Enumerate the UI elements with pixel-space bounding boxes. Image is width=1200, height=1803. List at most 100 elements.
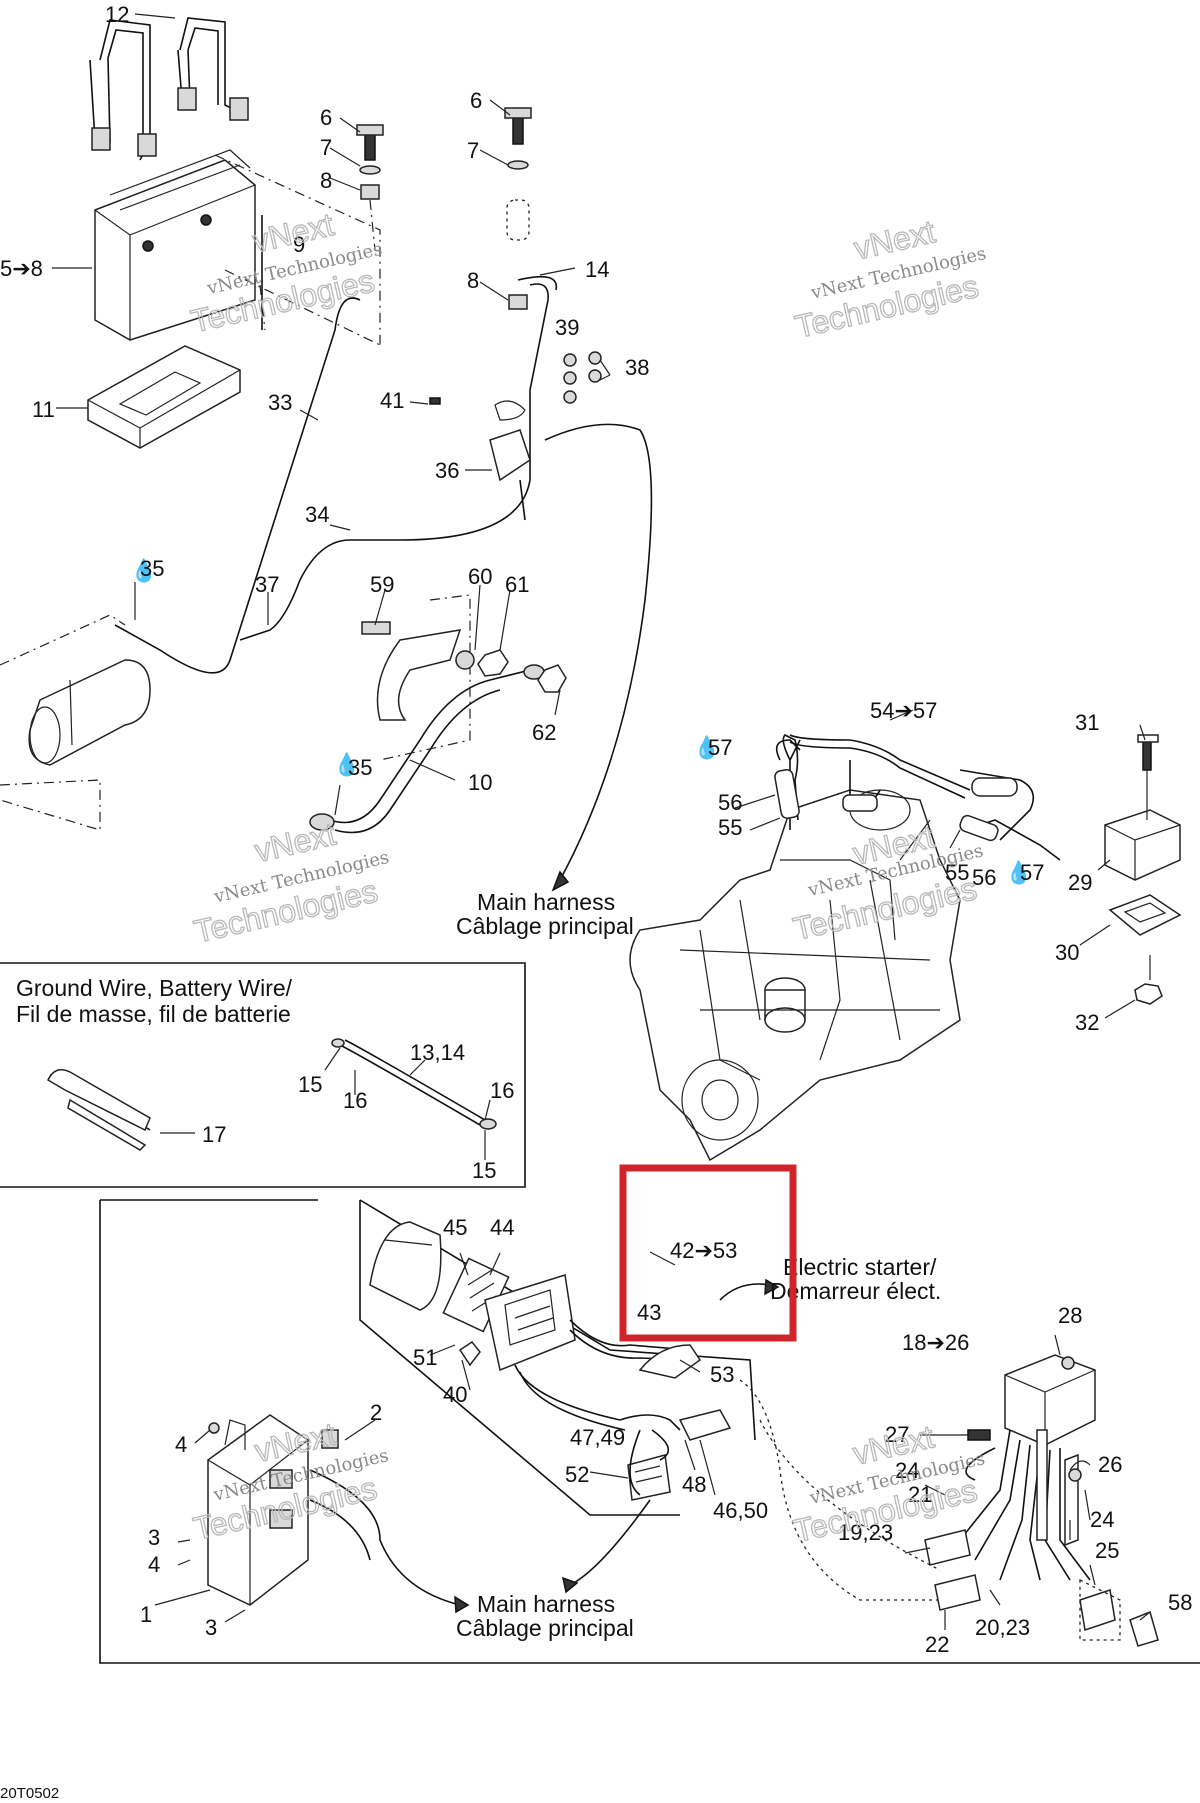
callout-1: 1 bbox=[140, 1602, 152, 1627]
main-harness-note-fr: Câblage principal bbox=[456, 913, 634, 939]
battery-straps bbox=[89, 17, 249, 161]
electric-starter-note-fr: Démarreur élect. bbox=[770, 1278, 941, 1304]
highlight-box bbox=[619, 1164, 797, 1342]
callout-7: 7 bbox=[320, 135, 332, 160]
callout-41: 41 bbox=[380, 388, 404, 413]
watermarks: vNext vNext Technologies Technologies vN… bbox=[187, 205, 988, 1549]
callout-5-8: 5➔8 bbox=[0, 256, 43, 281]
figure-code: 20T0502 bbox=[0, 1785, 59, 1802]
callout-62: 62 bbox=[532, 720, 556, 745]
dashed-route-lines bbox=[739, 1379, 941, 1601]
callout-55: 55 bbox=[945, 860, 969, 885]
callout-15: 15 bbox=[472, 1158, 496, 1183]
callout-24: 24 bbox=[1090, 1507, 1114, 1532]
callout-4: 4 bbox=[175, 1432, 187, 1457]
fuse-box-cover-and-fuses bbox=[369, 1221, 691, 1431]
starter-motor bbox=[0, 614, 151, 831]
callout-60: 60 bbox=[468, 564, 492, 589]
callout-54-57: 54➔57 bbox=[870, 698, 937, 723]
drop-icon: 💧 bbox=[130, 558, 157, 583]
callout-9: 9 bbox=[293, 232, 305, 257]
callout-numbers: 12 6 7 8 6 7 8 5➔8 9 14 39 38 11 33 41 3… bbox=[0, 2, 1192, 1657]
callout-37: 37 bbox=[255, 572, 279, 597]
callout-16: 16 bbox=[490, 1078, 514, 1103]
callout-8: 8 bbox=[320, 168, 332, 193]
voltage-regulator-18-26 bbox=[924, 1354, 1159, 1647]
connectors-46-53 bbox=[561, 1278, 780, 1594]
callout-4: 4 bbox=[148, 1552, 160, 1577]
callout-34: 34 bbox=[305, 502, 329, 527]
callout-10: 10 bbox=[468, 770, 492, 795]
callout-14: 14 bbox=[585, 257, 609, 282]
callout-6: 6 bbox=[320, 105, 332, 130]
callout-19-23: 19,23 bbox=[838, 1520, 893, 1545]
callout-56: 56 bbox=[718, 790, 742, 815]
callout-35: 35 bbox=[140, 556, 164, 581]
callout-33: 33 bbox=[268, 390, 292, 415]
callout-12: 12 bbox=[105, 2, 129, 27]
callout-11: 11 bbox=[32, 397, 55, 422]
ground-wire-title-fr: Fil de masse, fil de batterie bbox=[16, 1001, 291, 1027]
callout-45: 45 bbox=[443, 1215, 467, 1240]
callout-29: 29 bbox=[1068, 870, 1092, 895]
callout-35: 35 bbox=[348, 755, 372, 780]
callout-15: 15 bbox=[298, 1072, 322, 1097]
callout-53: 53 bbox=[710, 1362, 734, 1387]
callout-58: 58 bbox=[1168, 1590, 1192, 1615]
drop-icon: 💧 bbox=[693, 735, 720, 760]
battery bbox=[94, 149, 256, 341]
bracket-59-62 bbox=[361, 594, 567, 761]
callout-48: 48 bbox=[682, 1472, 706, 1497]
ecu-module-1 bbox=[207, 1414, 470, 1614]
callout-8: 8 bbox=[467, 268, 479, 293]
callout-2: 2 bbox=[370, 1400, 382, 1425]
callout-42-53: 42➔53 bbox=[670, 1238, 737, 1263]
callout-7: 7 bbox=[467, 138, 479, 163]
callout-52: 52 bbox=[565, 1462, 589, 1487]
callout-31: 31 bbox=[1075, 710, 1099, 735]
callout-3: 3 bbox=[205, 1615, 217, 1640]
notes: Main harness Câblage principal Ground Wi… bbox=[16, 889, 941, 1641]
engine-block bbox=[629, 789, 961, 1162]
ground-wire-box bbox=[0, 962, 526, 1188]
callout-30: 30 bbox=[1055, 940, 1079, 965]
gasket-30-nut-32 bbox=[1108, 894, 1182, 1005]
callout-17: 17 bbox=[202, 1122, 226, 1147]
callout-27: 27 bbox=[885, 1422, 909, 1447]
battery-tray bbox=[87, 345, 241, 449]
callout-21: 21 bbox=[908, 1482, 932, 1507]
callout-44: 44 bbox=[490, 1215, 514, 1240]
callout-47-49: 47,49 bbox=[570, 1425, 625, 1450]
callout-20-23: 20,23 bbox=[975, 1615, 1030, 1640]
ground-wire-title-en: Ground Wire, Battery Wire/ bbox=[16, 975, 293, 1001]
callout-38: 38 bbox=[625, 355, 649, 380]
callout-61: 61 bbox=[505, 572, 529, 597]
electric-starter-note-en: Electric starter/ bbox=[783, 1254, 937, 1280]
ignition-coil-29 bbox=[1104, 734, 1181, 881]
callout-57: 57 bbox=[708, 735, 732, 760]
ignition-leads bbox=[774, 734, 1061, 861]
callout-28: 28 bbox=[1058, 1303, 1082, 1328]
main-harness-note-fr: Câblage principal bbox=[456, 1615, 634, 1641]
callout-32: 32 bbox=[1075, 1010, 1099, 1035]
callout-25: 25 bbox=[1095, 1538, 1119, 1563]
main-harness-note-en: Main harness bbox=[477, 1591, 615, 1617]
cables-and-harness-top bbox=[114, 275, 653, 892]
callout-39: 39 bbox=[555, 315, 579, 340]
callout-3: 3 bbox=[148, 1525, 160, 1550]
drop-icon: 💧 bbox=[333, 752, 360, 777]
leader-lines bbox=[52, 13, 1151, 1630]
callout-36: 36 bbox=[435, 458, 459, 483]
callout-46-50: 46,50 bbox=[713, 1498, 768, 1523]
callout-24: 24 bbox=[895, 1458, 919, 1483]
callout-40: 40 bbox=[443, 1382, 467, 1407]
callout-55: 55 bbox=[718, 815, 742, 840]
callout-22: 22 bbox=[925, 1632, 949, 1657]
callout-57: 57 bbox=[1020, 860, 1044, 885]
drop-icon: 💧 bbox=[1005, 860, 1032, 885]
callout-26: 26 bbox=[1098, 1452, 1122, 1477]
ground-cable-10 bbox=[309, 664, 545, 834]
callout-59: 59 bbox=[370, 572, 394, 597]
